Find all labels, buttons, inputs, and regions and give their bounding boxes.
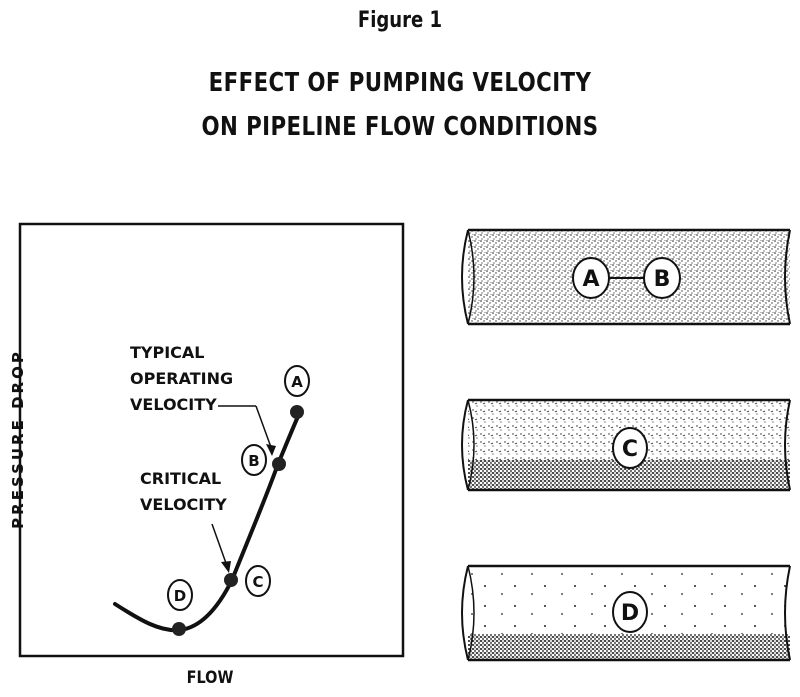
curve-label-d: D	[167, 579, 193, 611]
x-axis-label: FLOW	[186, 668, 234, 688]
pipe-d-bed-deposit: D	[461, 564, 791, 662]
point-d-dot	[172, 622, 186, 636]
svg-text:C: C	[252, 573, 263, 591]
svg-text:VELOCITY: VELOCITY	[140, 495, 227, 514]
svg-text:B: B	[248, 452, 259, 470]
point-b-dot	[272, 457, 286, 471]
title-line-2: ON PIPELINE FLOW CONDITIONS	[201, 112, 599, 142]
svg-text:D: D	[174, 587, 186, 605]
title-line-1: EFFECT OF PUMPING VELOCITY	[208, 68, 592, 98]
annotation-typical-operating-velocity: TYPICAL OPERATING VELOCITY	[130, 343, 276, 456]
pipe-a-b-uniform: A B	[461, 228, 791, 326]
curve-label-c: C	[245, 565, 271, 597]
pipe-label-d: D	[621, 601, 639, 626]
svg-text:VELOCITY: VELOCITY	[130, 395, 217, 414]
point-c-dot	[224, 573, 238, 587]
figure-label: Figure 1	[357, 8, 443, 33]
svg-text:TYPICAL: TYPICAL	[130, 343, 205, 362]
svg-text:OPERATING: OPERATING	[130, 369, 233, 388]
pressure-drop-curve	[113, 410, 302, 633]
chart-frame	[18, 222, 405, 658]
pipe-label-b: B	[654, 267, 671, 292]
curve-label-a: A	[284, 365, 310, 397]
pipe-label-a: A	[582, 267, 599, 292]
svg-text:A: A	[291, 373, 303, 391]
pipe-label-c: C	[622, 437, 638, 462]
pipe-c-partial-settling: C	[461, 398, 791, 492]
curve-label-b: B	[241, 444, 267, 476]
annotation-critical-velocity: CRITICAL VELOCITY	[140, 469, 231, 573]
svg-text:CRITICAL: CRITICAL	[140, 469, 221, 488]
point-a-dot	[290, 405, 304, 419]
